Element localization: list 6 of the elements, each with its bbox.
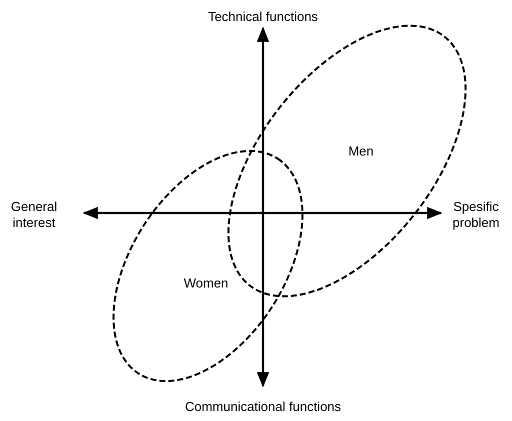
group-label: Women: [184, 276, 228, 290]
axis-label: Communicational functions: [184, 399, 342, 415]
group-label: Men: [348, 144, 374, 158]
axis-label: General interest: [10, 199, 58, 231]
axis-label: Technical functions: [207, 9, 319, 25]
axis-label: Spesific problem: [452, 199, 500, 231]
